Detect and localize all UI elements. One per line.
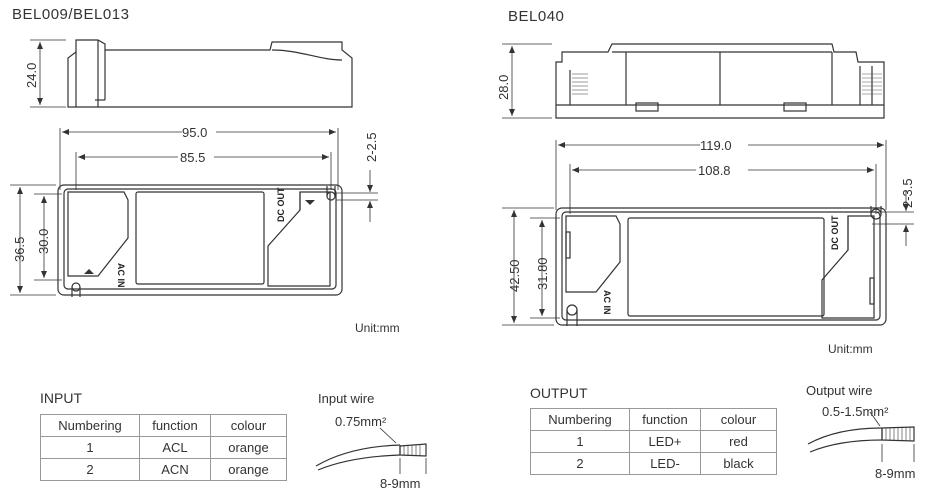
cell-function: LED- bbox=[629, 452, 701, 475]
bel040-length-dims bbox=[555, 140, 887, 214]
bel009-title: BEL009/BEL013 bbox=[12, 6, 130, 23]
col-function: function bbox=[629, 408, 701, 431]
bel040-hole-dim bbox=[872, 190, 914, 246]
table-row: 1 LED+ red bbox=[530, 430, 777, 453]
col-numbering: Numbering bbox=[530, 408, 630, 431]
bel040-side-vents bbox=[572, 73, 882, 95]
output-heading: OUTPUT bbox=[530, 385, 588, 401]
bel040-length-holes: 108.8 bbox=[698, 163, 731, 178]
cell-numbering: 2 bbox=[40, 458, 140, 481]
bel009-hole-dim bbox=[336, 170, 378, 222]
bel009-top-view bbox=[57, 184, 343, 297]
bel040-unit: Unit:mm bbox=[828, 342, 873, 356]
bel009-width-total: 36.5 bbox=[12, 237, 27, 262]
table-row: 2 ACN orange bbox=[40, 458, 287, 481]
cell-function: ACL bbox=[139, 436, 211, 459]
bel040-title: BEL040 bbox=[508, 8, 565, 25]
bel040-side-view bbox=[555, 43, 885, 119]
bel040-height-label: 28.0 bbox=[496, 75, 511, 100]
bel009-unit: Unit:mm bbox=[355, 321, 400, 335]
cell-function: ACN bbox=[139, 458, 211, 481]
cell-numbering: 1 bbox=[530, 430, 630, 453]
col-numbering: Numbering bbox=[40, 414, 140, 437]
bel009-length-holes: 85.5 bbox=[180, 150, 205, 165]
cell-function: LED+ bbox=[629, 430, 701, 453]
table-header-row: Numbering function colour bbox=[40, 414, 287, 437]
output-wire-drawing bbox=[807, 411, 915, 462]
bel009-length-total: 95.0 bbox=[182, 125, 207, 140]
bel009-height-label: 24.0 bbox=[24, 63, 39, 88]
bel009-hole-label: 2-2.5 bbox=[364, 132, 379, 162]
cell-colour: red bbox=[700, 430, 777, 453]
cell-colour: orange bbox=[210, 436, 287, 459]
input-table: Numbering function colour 1 ACL orange 2… bbox=[40, 414, 287, 481]
bel040-ac-in-label: AC IN bbox=[602, 290, 612, 315]
cell-colour: black bbox=[700, 452, 777, 475]
output-wire-size: 0.5-1.5mm² bbox=[822, 404, 889, 419]
bel040-dc-out-label: DC OUT bbox=[830, 215, 840, 250]
bel040-top-view bbox=[555, 206, 887, 326]
bel040-length-total: 119.0 bbox=[700, 138, 732, 153]
bel009-length-dims bbox=[59, 128, 339, 190]
bel009-ac-in-label: AC IN bbox=[116, 263, 126, 288]
output-table: Numbering function colour 1 LED+ red 2 L… bbox=[530, 408, 777, 475]
col-function: function bbox=[139, 414, 211, 437]
bel009-width-body: 30.0 bbox=[36, 229, 51, 254]
bel009-width-dims bbox=[10, 184, 62, 296]
bel040-width-body: 31.80 bbox=[535, 257, 550, 290]
table-row: 1 ACL orange bbox=[40, 436, 287, 459]
input-wire-title: Input wire bbox=[318, 391, 375, 406]
input-wire-drawing bbox=[315, 427, 427, 474]
output-wire-title: Output wire bbox=[806, 383, 873, 398]
bel009-dc-out-label: DC OUT bbox=[276, 187, 286, 222]
col-colour: colour bbox=[700, 408, 777, 431]
table-header-row: Numbering function colour bbox=[530, 408, 777, 431]
input-strip-length: 8-9mm bbox=[380, 476, 421, 491]
bel009-side-view bbox=[67, 39, 353, 108]
bel040-hole-label: 2-3.5 bbox=[900, 178, 915, 208]
col-colour: colour bbox=[210, 414, 287, 437]
bel040-width-total: 42.50 bbox=[507, 259, 522, 292]
bel009-height-dim bbox=[30, 39, 66, 108]
bel040-width-dims bbox=[502, 207, 560, 326]
bel040-height-dim bbox=[502, 43, 552, 119]
table-row: 2 LED- black bbox=[530, 452, 777, 475]
output-strip-length: 8-9mm bbox=[875, 466, 916, 481]
cell-colour: orange bbox=[210, 458, 287, 481]
cell-numbering: 2 bbox=[530, 452, 630, 475]
input-heading: INPUT bbox=[40, 390, 82, 406]
cell-numbering: 1 bbox=[40, 436, 140, 459]
input-wire-size: 0.75mm² bbox=[335, 414, 387, 429]
